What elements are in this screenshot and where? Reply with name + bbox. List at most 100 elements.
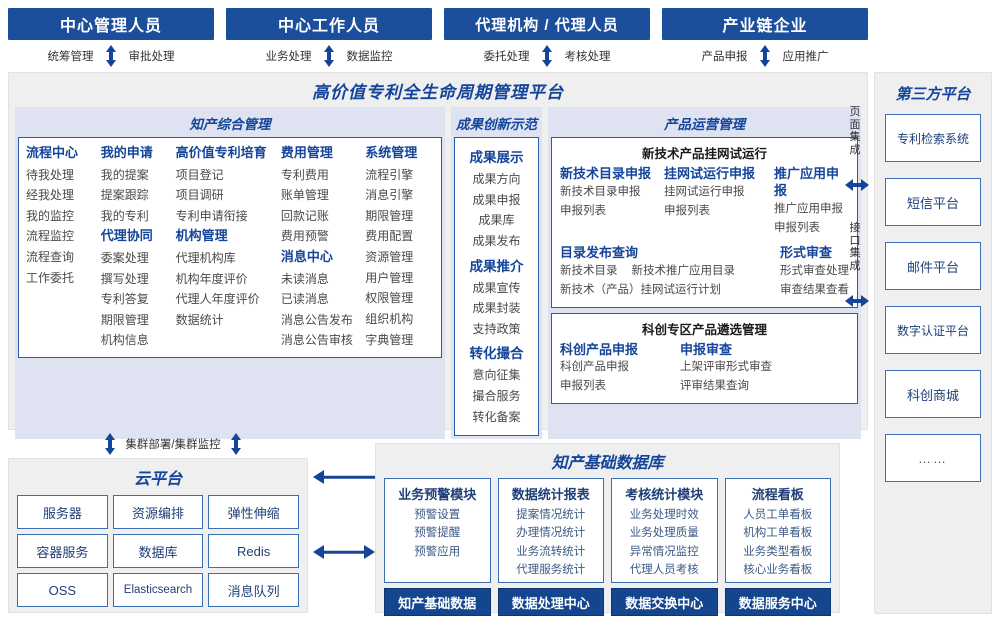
menu-item[interactable]: 委案处理 <box>100 250 149 265</box>
menu-item[interactable]: 组织机构 <box>365 311 414 326</box>
card-item[interactable]: 业务流转统计 <box>516 545 586 558</box>
menu-item[interactable]: 权限管理 <box>365 291 414 306</box>
card-item[interactable]: 预警设置 <box>414 509 461 521</box>
menu-item[interactable]: 推广应用申报 <box>774 202 843 215</box>
menu-item[interactable]: 成果库 <box>478 213 515 228</box>
menu-item[interactable]: 代理机构库 <box>175 250 236 265</box>
menu-item[interactable]: 撰写处理 <box>100 271 149 286</box>
menu-item[interactable]: 回款记账 <box>280 208 329 223</box>
card-item[interactable]: 预警应用 <box>414 545 461 558</box>
menu-item[interactable]: 机构年度评价 <box>175 271 248 286</box>
menu-item[interactable]: 成果封装 <box>472 301 521 316</box>
third-party-item-email[interactable]: 邮件平台 <box>885 242 981 290</box>
menu-item[interactable]: 我的监控 <box>26 208 75 223</box>
menu-item[interactable]: 费用配置 <box>365 229 414 244</box>
menu-item[interactable]: 评审结果查询 <box>680 380 749 393</box>
menu-item[interactable]: 代理人年度评价 <box>175 292 260 307</box>
menu-item[interactable]: 新技术目录申报 <box>560 185 641 198</box>
cloud-cell-database[interactable]: 数据库 <box>112 534 204 568</box>
card-item[interactable]: 人员工单看板 <box>743 509 813 521</box>
menu-item[interactable]: 流程监控 <box>26 229 75 244</box>
menu-item[interactable]: 审查结果查看 <box>780 283 849 296</box>
menu-item[interactable]: 未读消息 <box>280 271 329 286</box>
kdb-footer-processing-center[interactable]: 数据处理中心 <box>497 588 604 616</box>
third-party-item-sms[interactable]: 短信平台 <box>885 178 981 226</box>
menu-item[interactable]: 新技术（产品）挂网试运行计划 <box>560 283 721 296</box>
menu-item[interactable]: 费用预警 <box>280 229 329 244</box>
menu-item[interactable]: 流程引擎 <box>365 167 414 182</box>
cloud-cell-redis[interactable]: Redis <box>208 534 299 568</box>
role-card-0[interactable]: 中心管理人员 <box>8 8 214 40</box>
menu-item[interactable]: 流程查询 <box>26 250 75 265</box>
third-party-item-kechuang-mall[interactable]: 科创商城 <box>885 370 981 418</box>
card-item[interactable]: 提案情况统计 <box>516 509 586 521</box>
card-item[interactable]: 办理情况统计 <box>516 527 586 540</box>
menu-item[interactable]: 经我处理 <box>26 188 75 203</box>
menu-item[interactable]: 支持政策 <box>472 321 521 336</box>
menu-item[interactable]: 新技术目录 <box>560 264 618 277</box>
menu-item[interactable]: 消息公告发布 <box>280 312 353 327</box>
menu-item[interactable]: 字典管理 <box>365 332 414 347</box>
menu-item[interactable]: 形式审查处理 <box>780 264 849 277</box>
menu-item[interactable]: 申报列表 <box>560 380 606 393</box>
menu-item[interactable]: 转化备案 <box>472 409 521 424</box>
kdb-footer-service-center[interactable]: 数据服务中心 <box>724 588 831 616</box>
menu-item[interactable]: 用户管理 <box>365 270 414 285</box>
cloud-cell-elasticsearch[interactable]: Elasticsearch <box>112 573 204 607</box>
card-item[interactable]: 预警提醒 <box>414 527 461 540</box>
menu-item[interactable]: 机构信息 <box>100 333 149 348</box>
kdb-footer-base-data[interactable]: 知产基础数据 <box>384 588 491 616</box>
role-card-2[interactable]: 代理机构 / 代理人员 <box>444 8 650 40</box>
cloud-cell-elastic-scaling[interactable]: 弹性伸缩 <box>208 495 299 529</box>
menu-item[interactable]: 申报列表 <box>664 204 710 217</box>
menu-item[interactable]: 撮合服务 <box>472 389 521 403</box>
card-item[interactable]: 异常情况监控 <box>629 545 699 558</box>
menu-item[interactable]: 上架评审形式审查 <box>680 361 772 374</box>
menu-item[interactable]: 专利申请衔接 <box>175 208 248 223</box>
role-card-1[interactable]: 中心工作人员 <box>226 8 432 40</box>
menu-item[interactable]: 消息引擎 <box>365 188 414 203</box>
menu-item[interactable]: 专利答复 <box>100 292 149 307</box>
menu-item[interactable]: 科创产品申报 <box>560 361 629 374</box>
menu-item[interactable]: 待我处理 <box>26 167 75 182</box>
cloud-cell-server[interactable]: 服务器 <box>17 495 108 529</box>
menu-item[interactable]: 消息公告审核 <box>280 333 353 348</box>
menu-item[interactable]: 账单管理 <box>280 188 329 203</box>
menu-item[interactable]: 期限管理 <box>100 312 149 327</box>
menu-item[interactable]: 我的提案 <box>100 167 149 182</box>
card-item[interactable]: 业务处理质量 <box>629 527 699 540</box>
menu-item[interactable]: 成果申报 <box>472 192 521 207</box>
menu-item[interactable]: 期限管理 <box>365 208 414 223</box>
menu-item[interactable]: 提案跟踪 <box>100 188 149 203</box>
menu-item[interactable]: 挂网试运行申报 <box>664 185 745 198</box>
menu-item[interactable]: 意向征集 <box>472 368 521 383</box>
menu-item[interactable]: 数据统计 <box>175 312 224 327</box>
menu-item[interactable]: 新技术推广应用目录 <box>631 264 736 277</box>
menu-item[interactable]: 工作委托 <box>26 270 75 285</box>
role-card-3[interactable]: 产业链企业 <box>662 8 868 40</box>
cloud-cell-container-service[interactable]: 容器服务 <box>17 534 108 568</box>
menu-item[interactable]: 我的专利 <box>100 208 149 223</box>
menu-item[interactable]: 项目登记 <box>175 167 224 182</box>
cloud-cell-oss[interactable]: OSS <box>17 573 108 607</box>
card-item[interactable]: 机构工单看板 <box>743 527 813 540</box>
card-item[interactable]: 代理人员考核 <box>629 564 699 577</box>
cloud-cell-orchestration[interactable]: 资源编排 <box>112 495 204 529</box>
menu-item[interactable]: 成果宣传 <box>472 280 521 295</box>
third-party-item-more[interactable]: …… <box>885 434 981 482</box>
menu-item[interactable]: 成果方向 <box>472 172 521 186</box>
menu-item[interactable]: 专利费用 <box>280 167 329 182</box>
menu-item[interactable]: 项目调研 <box>175 188 224 203</box>
third-party-item-digital-cert[interactable]: 数字认证平台 <box>885 306 981 354</box>
card-item[interactable]: 核心业务看板 <box>743 564 813 577</box>
cloud-cell-message-queue[interactable]: 消息队列 <box>208 573 299 607</box>
menu-item[interactable]: 资源管理 <box>365 250 414 265</box>
card-item[interactable]: 业务处理时效 <box>629 509 699 521</box>
third-party-item-patent-search[interactable]: 专利检索系统 <box>885 114 981 162</box>
menu-item[interactable]: 申报列表 <box>774 221 820 234</box>
kdb-footer-exchange-center[interactable]: 数据交换中心 <box>611 588 718 616</box>
menu-item[interactable]: 申报列表 <box>560 204 606 217</box>
card-item[interactable]: 业务类型看板 <box>743 545 813 558</box>
menu-item[interactable]: 成果发布 <box>472 233 521 248</box>
card-item[interactable]: 代理服务统计 <box>516 564 586 577</box>
